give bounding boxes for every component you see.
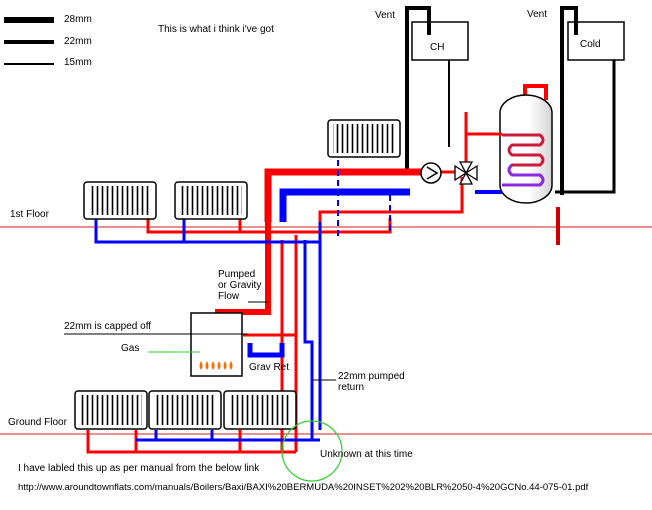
capped-annotation: 22mm is capped off [64,321,152,332]
ch-tank-box [411,21,469,61]
pumped-return-pipe [303,300,314,440]
cold-water-tank [555,6,625,245]
boiler [190,312,243,377]
footer-note: I have labled this up as per manual from… [18,463,260,474]
ground-floor-label: Ground Floor [8,417,67,428]
diagram-caption: This is what i think i've got [158,24,274,35]
boiler-body [190,312,243,377]
cylinder-coil-lower [502,163,545,187]
gravity-return-pipe [247,343,285,358]
circulating-pump [420,162,442,184]
flow-annotation: Pumped or Gravity Flow [218,269,262,302]
boiler-flames [199,361,233,370]
cold-vent-pipe [560,6,578,195]
radiator-top [327,119,401,158]
ch-expansion-tank [405,6,469,172]
first-floor-label: 1st Floor [10,209,49,220]
radiator-ground-mid [148,390,222,430]
first-floor-return-line [94,218,322,244]
radiators [74,119,401,430]
radiator-first-left [83,181,157,220]
radiator-ground-right [223,390,297,430]
valve-to-cylinder-pipe [464,132,502,165]
main-flow-pipe [264,168,430,222]
cylinder-hot-out-pipe [523,84,548,100]
ch-tank-label: CH [430,42,445,53]
cold-tank-label: Cold [580,39,601,50]
manual-link[interactable]: http://www.aroundtownflats.com/manuals/B… [18,482,589,493]
main-return-pipe [279,188,410,222]
pipe-size-legend [4,17,54,65]
grav-ret-annotation: Grav Ret [249,362,290,373]
legend-28mm-label: 28mm [64,14,92,25]
cold-feed-pipe [555,60,616,194]
return-pipework [94,160,502,442]
cold-vent-label: Vent [527,9,548,20]
ch-vent-pipe [405,6,431,172]
legend-22mm-label: 22mm [64,36,92,47]
legend-15mm-label: 15mm [64,57,92,68]
gas-annotation: Gas [121,343,140,354]
hot-water-cylinder [499,84,553,204]
upstairs-flow-branch [318,177,464,222]
radiator-first-mid [174,181,248,220]
ground-floor-flow-line [86,430,296,454]
ch-vent-label: Vent [375,10,396,21]
unknown-annotation: Unknown at this time [320,449,413,460]
unknown-callout-circle [281,420,343,482]
pumped-return-annotation: 22mm pumped return [338,371,405,393]
three-port-valve [454,161,478,185]
radiator-ground-left [74,390,148,430]
cold-tank-box [567,21,625,61]
